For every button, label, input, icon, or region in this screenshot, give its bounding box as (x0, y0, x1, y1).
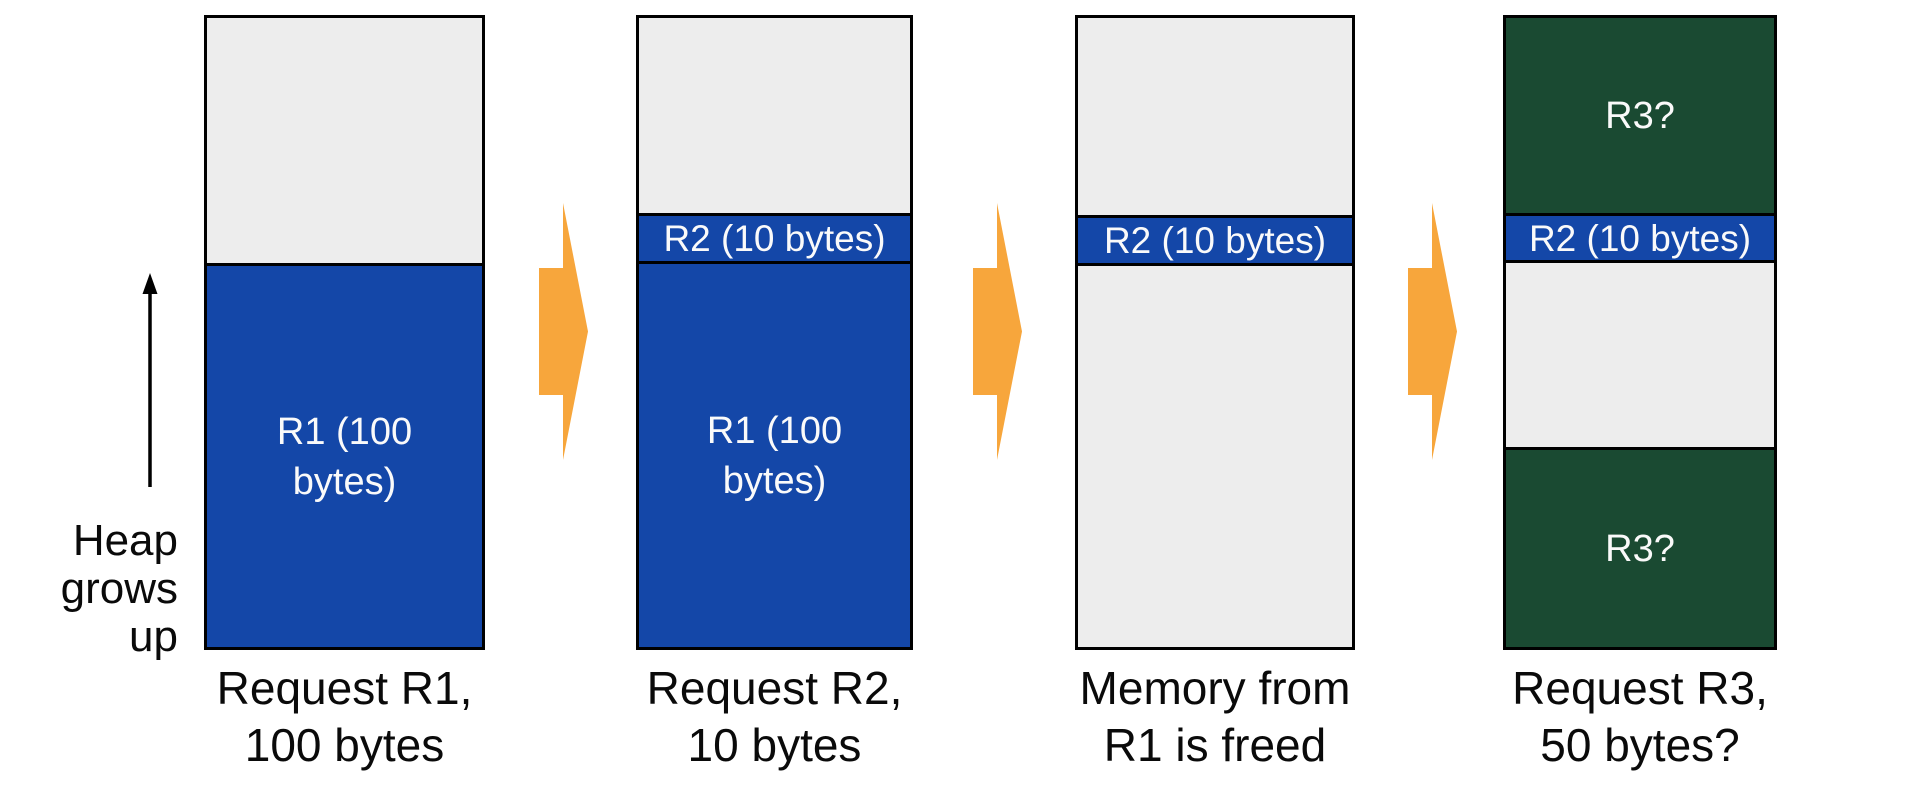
segment-r1: R1 (100 bytes) (639, 261, 910, 647)
segment-r1: R1 (100 bytes) (207, 263, 482, 647)
flow-arrow-icon (1408, 203, 1457, 460)
segment-r2-label: R2 (10 bytes) (663, 218, 886, 259)
flow-arrow-icon (973, 203, 1022, 460)
memory-box: R3? R2 (10 bytes) R3? (1503, 15, 1777, 650)
stage-request-r3: R3? R2 (10 bytes) R3? Request R3, 50 byt… (1503, 15, 1777, 771)
segment-r2: R2 (10 bytes) (639, 213, 910, 261)
segment-r2: R2 (10 bytes) (1078, 215, 1352, 263)
heap-axis-label: Heap grows up (60, 516, 178, 661)
heap-grows-up-arrow-icon (142, 273, 158, 487)
segment-r2-label: R2 (10 bytes) (1103, 220, 1327, 261)
segment-r2-label: R2 (10 bytes) (1528, 217, 1752, 259)
segment-freed-r1 (1078, 263, 1352, 647)
segment-r3-bottom: R3? (1506, 447, 1774, 647)
stage-r1-freed: R2 (10 bytes) Memory from R1 is freed (1075, 15, 1355, 771)
segment-free (1506, 260, 1774, 447)
stage-request-r1: R1 (100 bytes) Request R1, 100 bytes (204, 15, 485, 771)
stage-caption: Request R3, 50 bytes? (1512, 662, 1768, 771)
segment-r1-label: R1 (100 bytes) (276, 410, 413, 503)
segment-free (1078, 18, 1352, 215)
segment-r3-label: R3? (1605, 527, 1675, 570)
memory-box: R1 (100 bytes) (204, 15, 485, 650)
memory-box: R2 (10 bytes) R1 (100 bytes) (636, 15, 913, 650)
segment-r3-label: R3? (1605, 94, 1675, 137)
stage-caption: Request R2, 10 bytes (646, 662, 903, 771)
segment-r1-label: R1 (100 bytes) (706, 409, 843, 502)
flow-arrow-icon (539, 203, 588, 460)
segment-free (639, 18, 910, 213)
stage-request-r2: R2 (10 bytes) R1 (100 bytes) Request R2,… (636, 15, 913, 771)
memory-box: R2 (10 bytes) (1075, 15, 1355, 650)
segment-r2: R2 (10 bytes) (1506, 213, 1774, 260)
stage-caption: Memory from R1 is freed (1079, 662, 1351, 771)
segment-free (207, 18, 482, 263)
stage-caption: Request R1, 100 bytes (216, 662, 473, 771)
segment-r3-top: R3? (1506, 18, 1774, 213)
